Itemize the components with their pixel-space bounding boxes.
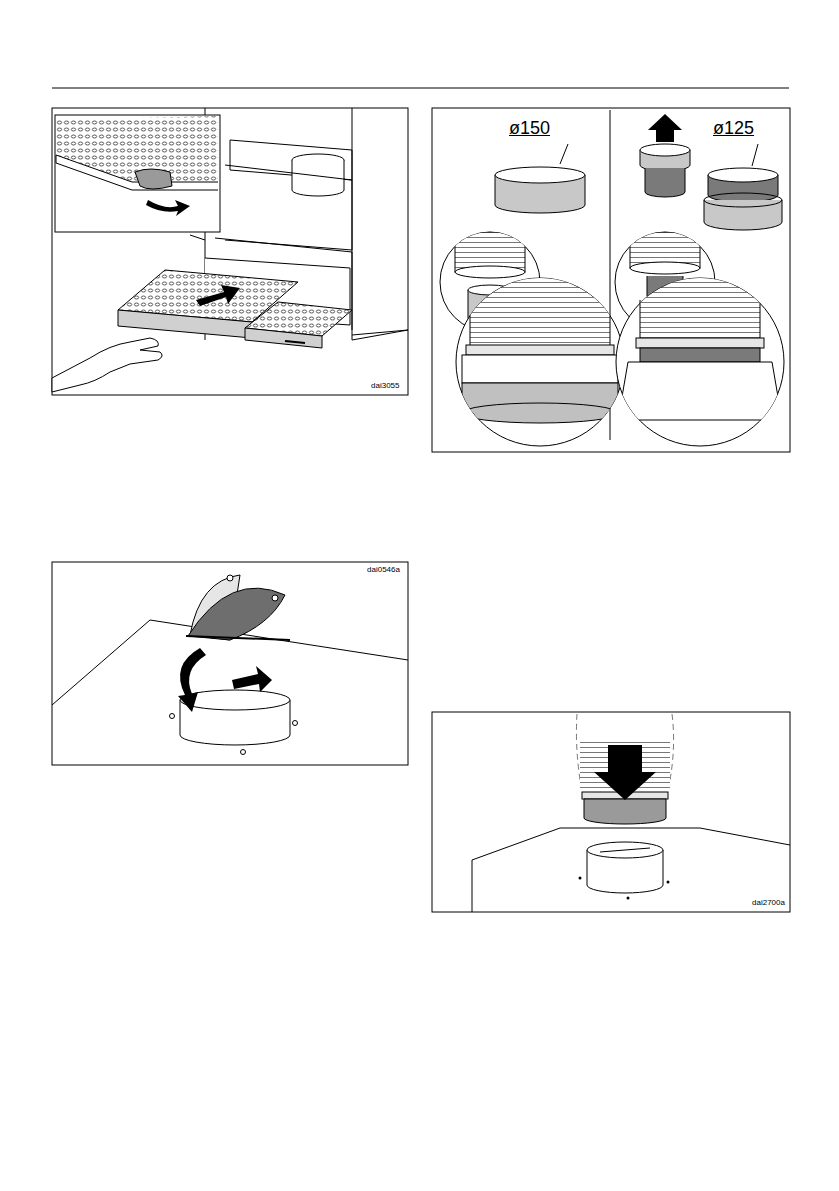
- figure-code: dai3055: [370, 382, 400, 391]
- diameter-label: ø150: [508, 119, 551, 139]
- figure-code: dai0546a: [366, 566, 401, 575]
- header-rule: [52, 88, 789, 89]
- figure-code: dai2700a: [751, 899, 786, 908]
- adaptor-panel: [432, 108, 790, 452]
- flap-panel: [52, 562, 408, 765]
- diameter-label: ø125: [712, 119, 755, 139]
- filter-panel: [52, 108, 408, 395]
- hose-panel: [432, 712, 790, 912]
